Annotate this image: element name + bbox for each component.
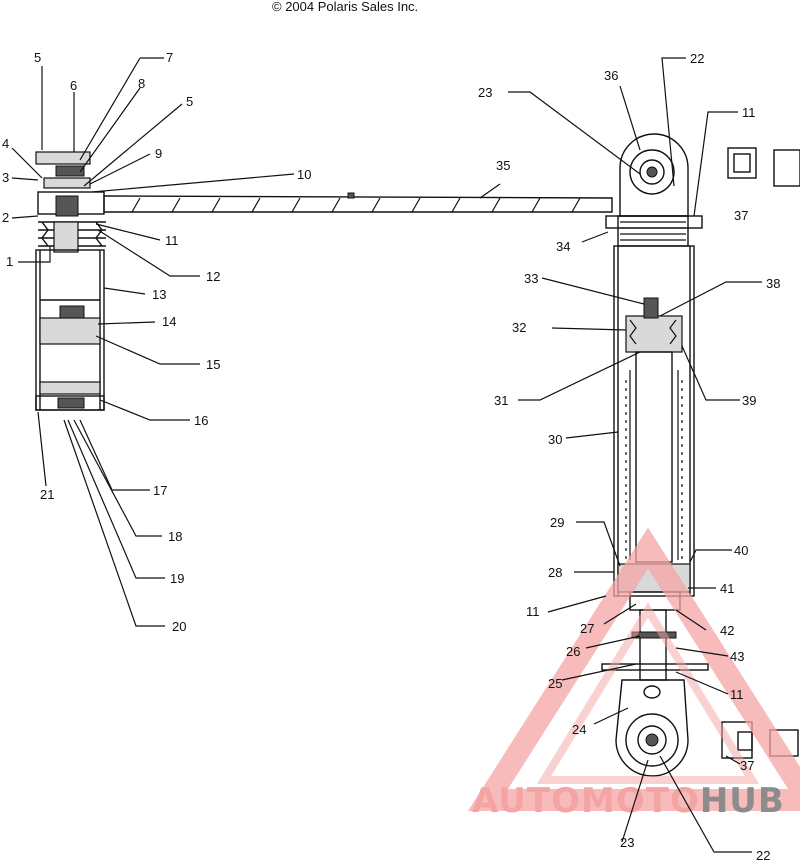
label-4: 4: [2, 136, 9, 151]
label-23: 23: [620, 835, 634, 850]
reservoir-assembly: [35, 151, 106, 411]
label-32: 32: [512, 320, 526, 335]
label-37: 37: [740, 758, 754, 773]
label-12: 12: [206, 269, 220, 284]
label-9: 9: [155, 146, 162, 161]
label-11: 11: [742, 105, 756, 120]
label-21: 21: [40, 487, 54, 502]
label-8: 8: [138, 76, 145, 91]
label-31: 31: [494, 393, 508, 408]
label-26: 26: [566, 644, 580, 659]
label-37: 37: [734, 208, 748, 223]
label-43: 43: [730, 649, 744, 664]
shock-body: [601, 133, 709, 777]
watermark-auto: AUTO: [472, 781, 581, 821]
label-15: 15: [206, 357, 220, 372]
watermark-hub: HUB: [700, 781, 785, 821]
label-39: 39: [742, 393, 756, 408]
label-2: 2: [2, 210, 9, 225]
label-22: 22: [756, 848, 770, 862]
label-30: 30: [548, 432, 562, 447]
watermark-moto: MOTO: [581, 781, 700, 821]
label-13: 13: [152, 287, 166, 302]
label-25: 25: [548, 676, 562, 691]
label-35: 35: [496, 158, 510, 173]
watermark-logo: AUTOMOTOHUB: [467, 527, 800, 821]
label-18: 18: [168, 529, 182, 544]
leader-lines: [11, 57, 762, 853]
label-28: 28: [548, 565, 562, 580]
label-20: 20: [172, 619, 186, 634]
label-36: 36: [604, 68, 618, 83]
label-14: 14: [162, 314, 176, 329]
label-42: 42: [720, 623, 734, 638]
label-3: 3: [2, 170, 9, 185]
bushing-top: [727, 147, 800, 187]
label-6: 6: [70, 78, 77, 93]
label-24: 24: [572, 722, 586, 737]
label-16: 16: [194, 413, 208, 428]
label-5: 5: [34, 50, 41, 65]
label-10: 10: [297, 167, 311, 182]
label-22: 22: [690, 51, 704, 66]
label-7: 7: [166, 50, 173, 65]
label-19: 19: [170, 571, 184, 586]
label-41: 41: [720, 581, 734, 596]
label-5: 5: [186, 94, 193, 109]
label-29: 29: [550, 515, 564, 530]
label-11: 11: [165, 233, 179, 248]
label-27: 27: [580, 621, 594, 636]
hose: [103, 192, 613, 213]
label-40: 40: [734, 543, 748, 558]
label-1: 1: [6, 254, 13, 269]
label-38: 38: [766, 276, 780, 291]
label-33: 33: [524, 271, 538, 286]
label-17: 17: [153, 483, 167, 498]
svg-text:AUTOMOTOHUB: AUTOMOTOHUB: [472, 781, 785, 821]
callout-labels: 5 6 7 8 5 4 9 3 10 2 11 1 12 13 14 15 16…: [2, 50, 780, 862]
label-23: 23: [478, 85, 492, 100]
label-11: 11: [730, 687, 744, 702]
label-34: 34: [556, 239, 570, 254]
label-11: 11: [526, 604, 540, 619]
copyright-text: © 2004 Polaris Sales Inc.: [272, 0, 418, 14]
